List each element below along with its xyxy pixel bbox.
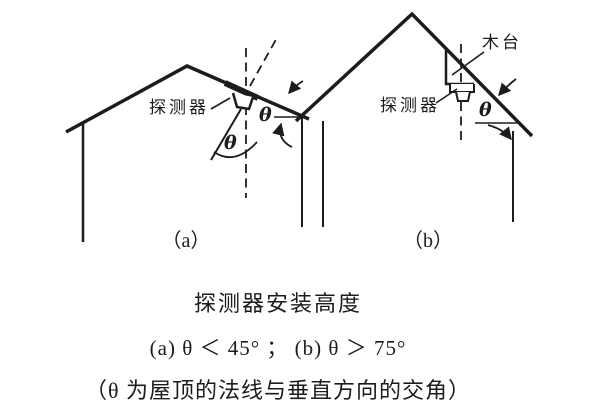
theta-arrow-a-lower	[272, 122, 293, 148]
detector-a-leader-line	[210, 97, 231, 110]
detector-b-leader-line	[435, 88, 458, 104]
roof-normal-dashed-a	[249, 35, 279, 87]
caption-angle-conditions: (a) θ ＜ 45° ； (b) θ ＞ 75°	[149, 336, 407, 360]
figure-caption: 探测器安装高度 (a) θ ＜ 45° ； (b) θ ＞ 75° （θ 为屋顶…	[0, 286, 556, 400]
theta-symbol-b: θ	[479, 99, 492, 121]
roof-b-outline	[294, 11, 534, 138]
caption-theta-definition: （θ 为屋顶的法线与垂直方向的交角）	[84, 378, 472, 400]
roof-a-outline	[65, 64, 310, 134]
theta-arrow-b-lower	[487, 124, 512, 141]
theta-arrow-b-upper	[498, 78, 517, 97]
detector-a-mount	[223, 80, 260, 101]
roof-diagram-canvas	[65, 11, 534, 242]
theta-arc-a-normal	[213, 141, 258, 159]
panel-b-label: （b）	[403, 230, 453, 252]
theta-symbol-a-normal: θ	[224, 132, 237, 154]
platform-leader-line	[451, 51, 485, 76]
roof-normal-solid-a	[210, 108, 242, 161]
caption-title: 探测器安装高度	[193, 291, 362, 316]
theta-arrow-a-upper	[288, 80, 304, 95]
detector-a-label: 探测器	[149, 98, 209, 117]
wood-platform-label: 木台	[482, 33, 522, 52]
panel-a-label: （a）	[161, 230, 211, 252]
detector-b-label: 探测器	[380, 96, 440, 115]
theta-symbol-a-valley: θ	[259, 104, 272, 126]
detector-b-body	[455, 91, 471, 102]
detector-a-body	[231, 92, 255, 111]
